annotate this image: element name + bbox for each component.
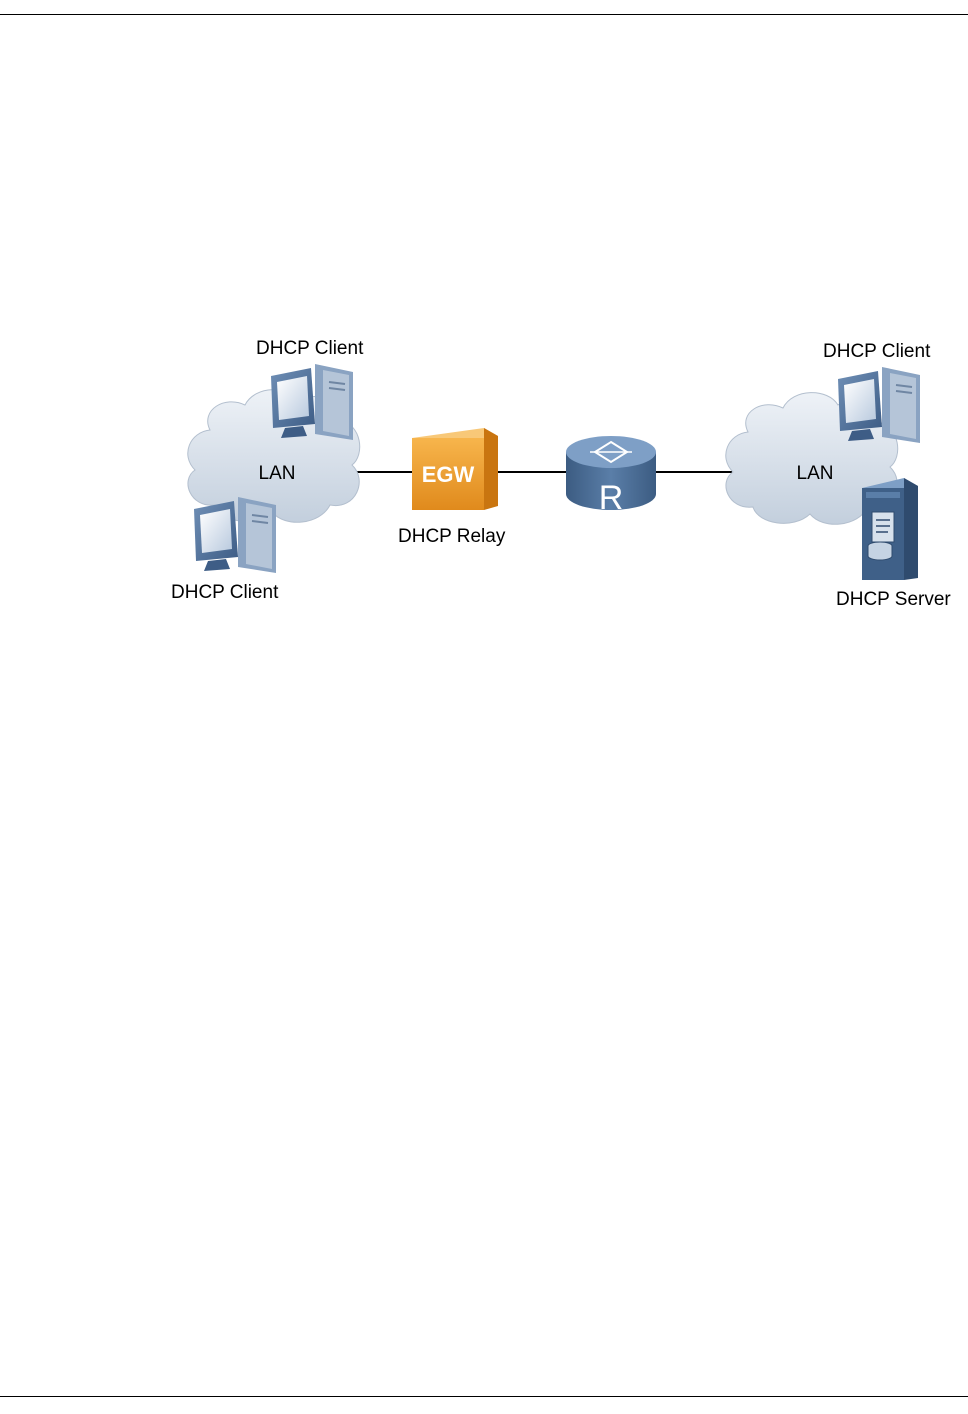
relay-device-text: EGW bbox=[422, 462, 475, 487]
footer-rule bbox=[0, 1396, 968, 1397]
server-label: DHCP Server bbox=[836, 589, 951, 610]
lan-left-label: LAN bbox=[259, 463, 296, 484]
client-bottom-left-label: DHCP Client bbox=[171, 582, 279, 603]
server-icon bbox=[862, 478, 918, 580]
gateway-device-icon: EGW bbox=[412, 428, 498, 510]
client-top-left-label: DHCP Client bbox=[256, 338, 364, 359]
router-icon: R bbox=[566, 436, 656, 517]
router-letter: R bbox=[599, 479, 624, 517]
client-right-label: DHCP Client bbox=[823, 341, 931, 362]
relay-label: DHCP Relay bbox=[398, 526, 506, 547]
lan-right-label: LAN bbox=[797, 463, 834, 484]
